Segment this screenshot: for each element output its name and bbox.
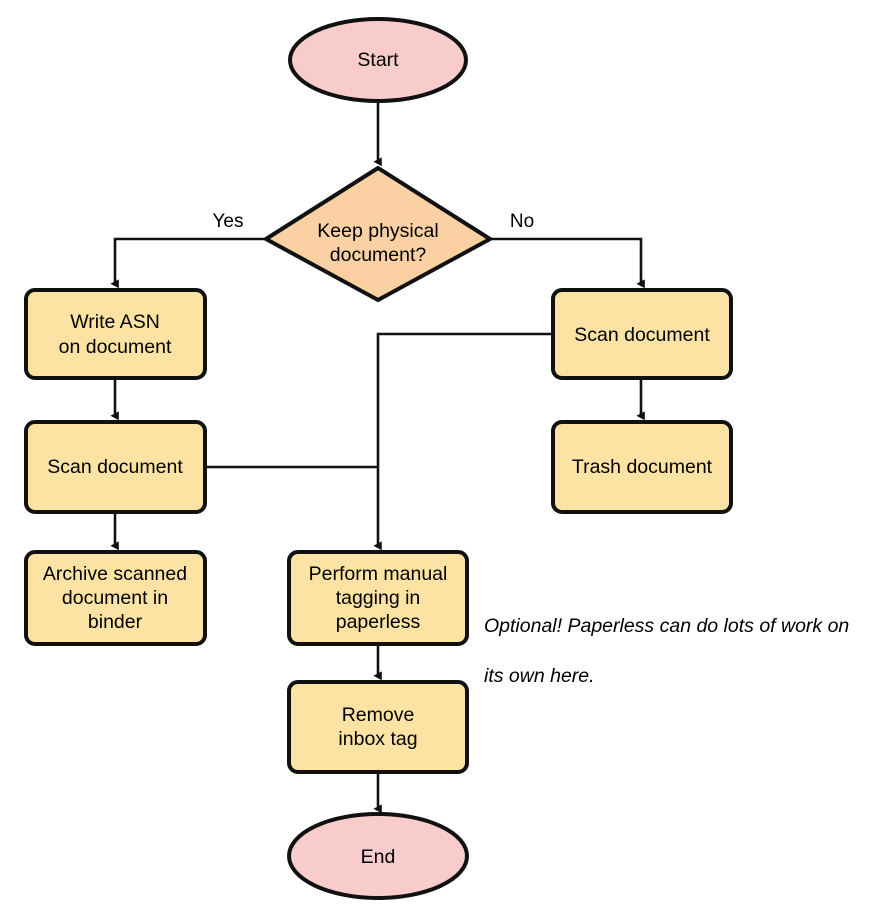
- node-perform-manual-tagging[interactable]: Perform manual tagging in paperless: [287, 550, 469, 646]
- tagging-label-line1: Perform manual: [309, 563, 448, 585]
- optional-annotation: Optional! Paperless can do lots of work …: [484, 589, 884, 689]
- tagging-label-line2: tagging in: [336, 587, 421, 609]
- archive-label-line2: document in: [62, 587, 168, 609]
- scan-document-left-box-shape[interactable]: [24, 420, 207, 514]
- edge-decision-to-write-asn: [110, 237, 266, 289]
- write-asn-label-line1: Write ASN: [70, 311, 160, 333]
- node-end[interactable]: End: [287, 812, 469, 900]
- optional-annotation-line2: its own here.: [484, 665, 595, 687]
- write-asn-box-shape[interactable]: [24, 288, 207, 380]
- node-remove-inbox-tag[interactable]: Remove inbox tag: [287, 680, 469, 774]
- node-start[interactable]: Start: [288, 17, 468, 103]
- node-trash-document[interactable]: Trash document: [551, 420, 733, 514]
- decision-diamond-shape[interactable]: [264, 166, 492, 302]
- decision-label-line2: document?: [330, 244, 427, 266]
- edges-layer: [110, 101, 645, 814]
- end-label: End: [361, 846, 396, 868]
- tagging-label-line3: paperless: [336, 611, 421, 633]
- edge-labels-layer: Yes No: [213, 211, 535, 232]
- start-ellipse-shape[interactable]: [288, 17, 468, 103]
- node-scan-document-right[interactable]: Scan document: [551, 288, 733, 380]
- node-archive-scanned-document[interactable]: Archive scanned document in binder: [24, 550, 207, 646]
- decision-label-line1: Keep physical: [317, 220, 438, 242]
- tagging-box-shape[interactable]: [287, 550, 469, 646]
- edge-decision-to-scan-right: [490, 237, 645, 289]
- node-scan-document-left[interactable]: Scan document: [24, 420, 207, 514]
- archive-label-line1: Archive scanned: [43, 563, 187, 585]
- end-ellipse-shape[interactable]: [287, 812, 469, 900]
- remove-inbox-label-line1: Remove: [342, 704, 415, 726]
- scan-document-left-label: Scan document: [47, 456, 183, 478]
- edge-label-yes: Yes: [213, 211, 244, 232]
- write-asn-label-line2: on document: [59, 336, 172, 358]
- archive-label-line3: binder: [88, 611, 143, 633]
- trash-document-label: Trash document: [572, 456, 713, 478]
- remove-inbox-box-shape[interactable]: [287, 680, 469, 774]
- start-label: Start: [357, 49, 399, 71]
- archive-box-shape[interactable]: [24, 550, 207, 646]
- node-decision-keep-physical-document[interactable]: Keep physical document?: [264, 166, 492, 302]
- edge-scan-right-to-tagging: [373, 332, 553, 551]
- trash-document-box-shape[interactable]: [551, 420, 733, 514]
- scan-document-right-label: Scan document: [574, 324, 710, 346]
- remove-inbox-label-line2: inbox tag: [338, 728, 417, 750]
- node-write-asn-on-document[interactable]: Write ASN on document: [24, 288, 207, 380]
- scan-document-right-box-shape[interactable]: [551, 288, 733, 380]
- optional-annotation-line1: Optional! Paperless can do lots of work …: [484, 615, 850, 637]
- edge-label-no: No: [510, 211, 534, 232]
